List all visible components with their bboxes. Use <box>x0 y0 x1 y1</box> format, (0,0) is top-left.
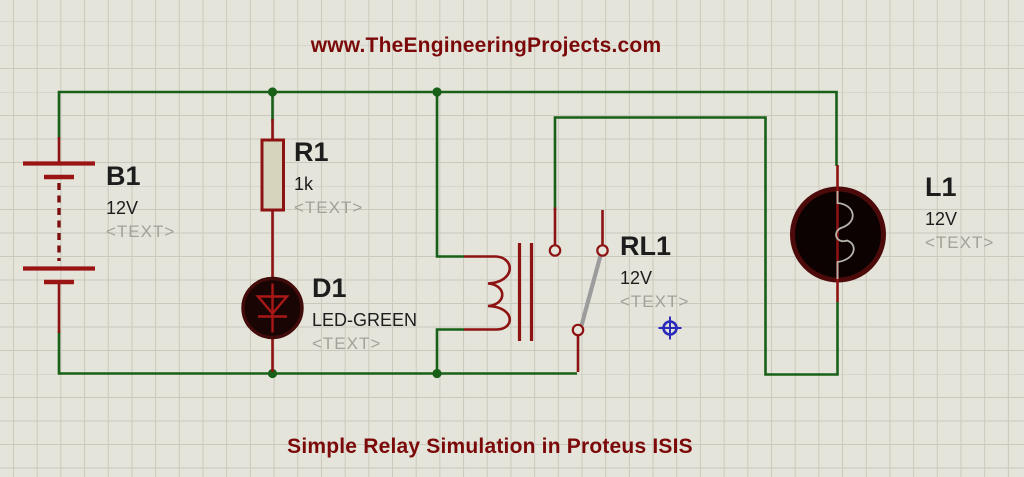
relay-value-label[interactable]: 12V <box>620 268 653 288</box>
battery-value-label[interactable]: 12V <box>106 198 139 218</box>
relay-ref-label[interactable]: RL1 <box>620 231 672 261</box>
lamp-labels[interactable]: L1 12V <TEXT> <box>925 172 994 253</box>
lamp-filament <box>835 191 855 279</box>
led-text-placeholder: <TEXT> <box>312 334 382 353</box>
junction-dot <box>267 87 278 97</box>
relay-coil <box>464 255 511 331</box>
led-labels[interactable]: D1 LED-GREEN <TEXT> <box>312 273 417 354</box>
junction-dot <box>267 368 278 379</box>
origin-marker-icon <box>658 316 682 340</box>
resistor-labels[interactable]: R1 1k <TEXT> <box>294 137 363 218</box>
led-value-label[interactable]: LED-GREEN <box>312 310 418 330</box>
junction-dot <box>432 368 442 379</box>
lamp-symbol[interactable] <box>790 165 886 302</box>
junction-dots <box>267 87 442 379</box>
lamp-ref-label[interactable]: L1 <box>925 172 957 202</box>
led-symbol[interactable] <box>241 276 304 340</box>
wire-contact-to-lamp[interactable] <box>553 116 839 376</box>
battery-labels[interactable]: B1 12V <TEXT> <box>106 161 175 242</box>
component-pins <box>57 119 604 372</box>
wires-group[interactable] <box>57 90 839 376</box>
wire-bottom-rail[interactable] <box>57 331 577 375</box>
relay-switch-arm[interactable] <box>579 254 603 327</box>
resistor-symbol[interactable] <box>260 138 285 212</box>
relay-contact-circle <box>571 323 585 337</box>
relay-contact-circle <box>596 244 609 257</box>
lamp-value-label[interactable]: 12V <box>925 209 958 229</box>
resistor-value-label[interactable]: 1k <box>294 174 314 194</box>
led-diode-glyph <box>255 283 290 333</box>
lamp-text-placeholder: <TEXT> <box>925 233 995 252</box>
caption-text: Simple Relay Simulation in Proteus ISIS <box>287 435 693 458</box>
relay-labels[interactable]: RL1 12V <TEXT> <box>620 231 689 312</box>
led-ref-label[interactable]: D1 <box>312 273 347 303</box>
wire-coil-top-lead[interactable] <box>435 92 464 258</box>
battery-ref-label[interactable]: B1 <box>106 161 141 191</box>
resistor-ref-label[interactable]: R1 <box>294 137 329 167</box>
resistor-text-placeholder: <TEXT> <box>294 198 364 217</box>
battery-text-placeholder: <TEXT> <box>106 222 176 241</box>
relay-symbol[interactable] <box>464 243 609 341</box>
relay-contact-circle <box>548 244 562 257</box>
page-title: www.TheEngineeringProjects.com <box>310 34 662 57</box>
junction-dot <box>432 87 442 97</box>
wire-top-rail[interactable] <box>57 90 838 166</box>
battery-symbol[interactable] <box>23 161 95 285</box>
relay-contacts <box>548 244 609 337</box>
relay-text-placeholder: <TEXT> <box>620 292 690 311</box>
wire-coil-bottom-lead[interactable] <box>435 328 464 374</box>
